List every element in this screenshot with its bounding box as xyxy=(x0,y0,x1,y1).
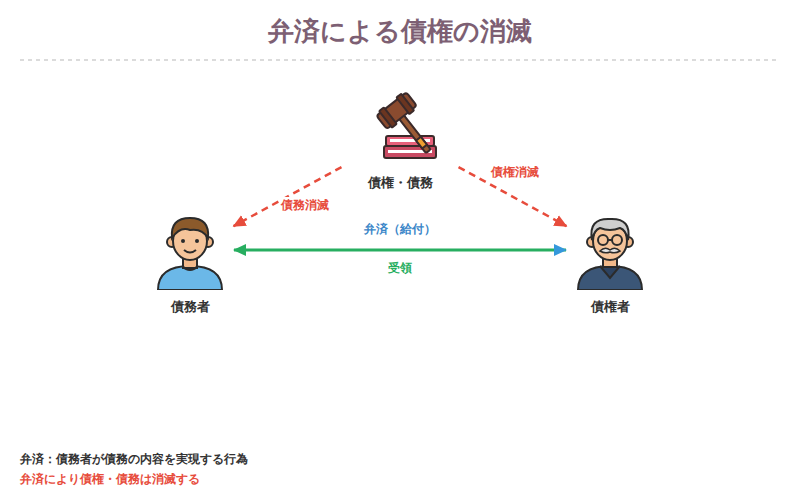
node-label: 債権・債務 xyxy=(368,174,433,192)
edge-label: 債権消滅 xyxy=(489,164,541,181)
node-label: 債権者 xyxy=(591,298,630,316)
title-rule xyxy=(20,59,780,61)
edge-label: 債務消滅 xyxy=(279,197,331,214)
creditor-icon xyxy=(570,208,650,290)
debtor-icon xyxy=(150,208,230,290)
gavel-icon xyxy=(360,86,440,168)
node-label: 債務者 xyxy=(171,298,210,316)
performance-arrow xyxy=(234,249,566,252)
debtor-node: 債務者 xyxy=(150,208,230,316)
creditor-node: 債権者 xyxy=(570,208,650,316)
obligation-extinguish-arrow xyxy=(234,167,342,226)
diagram-title: 弁済による債権の消滅 xyxy=(0,14,800,49)
receipt-label: 受領 xyxy=(388,260,412,277)
conclusion-note: 弁済により債権・債務は消滅する xyxy=(20,471,200,488)
rights-obligations-node: 債権・債務 xyxy=(345,86,455,192)
definition-note: 弁済：債務者が債務の内容を実現する行為 xyxy=(20,451,248,468)
edge-label: 弁済（給付） xyxy=(362,221,438,238)
